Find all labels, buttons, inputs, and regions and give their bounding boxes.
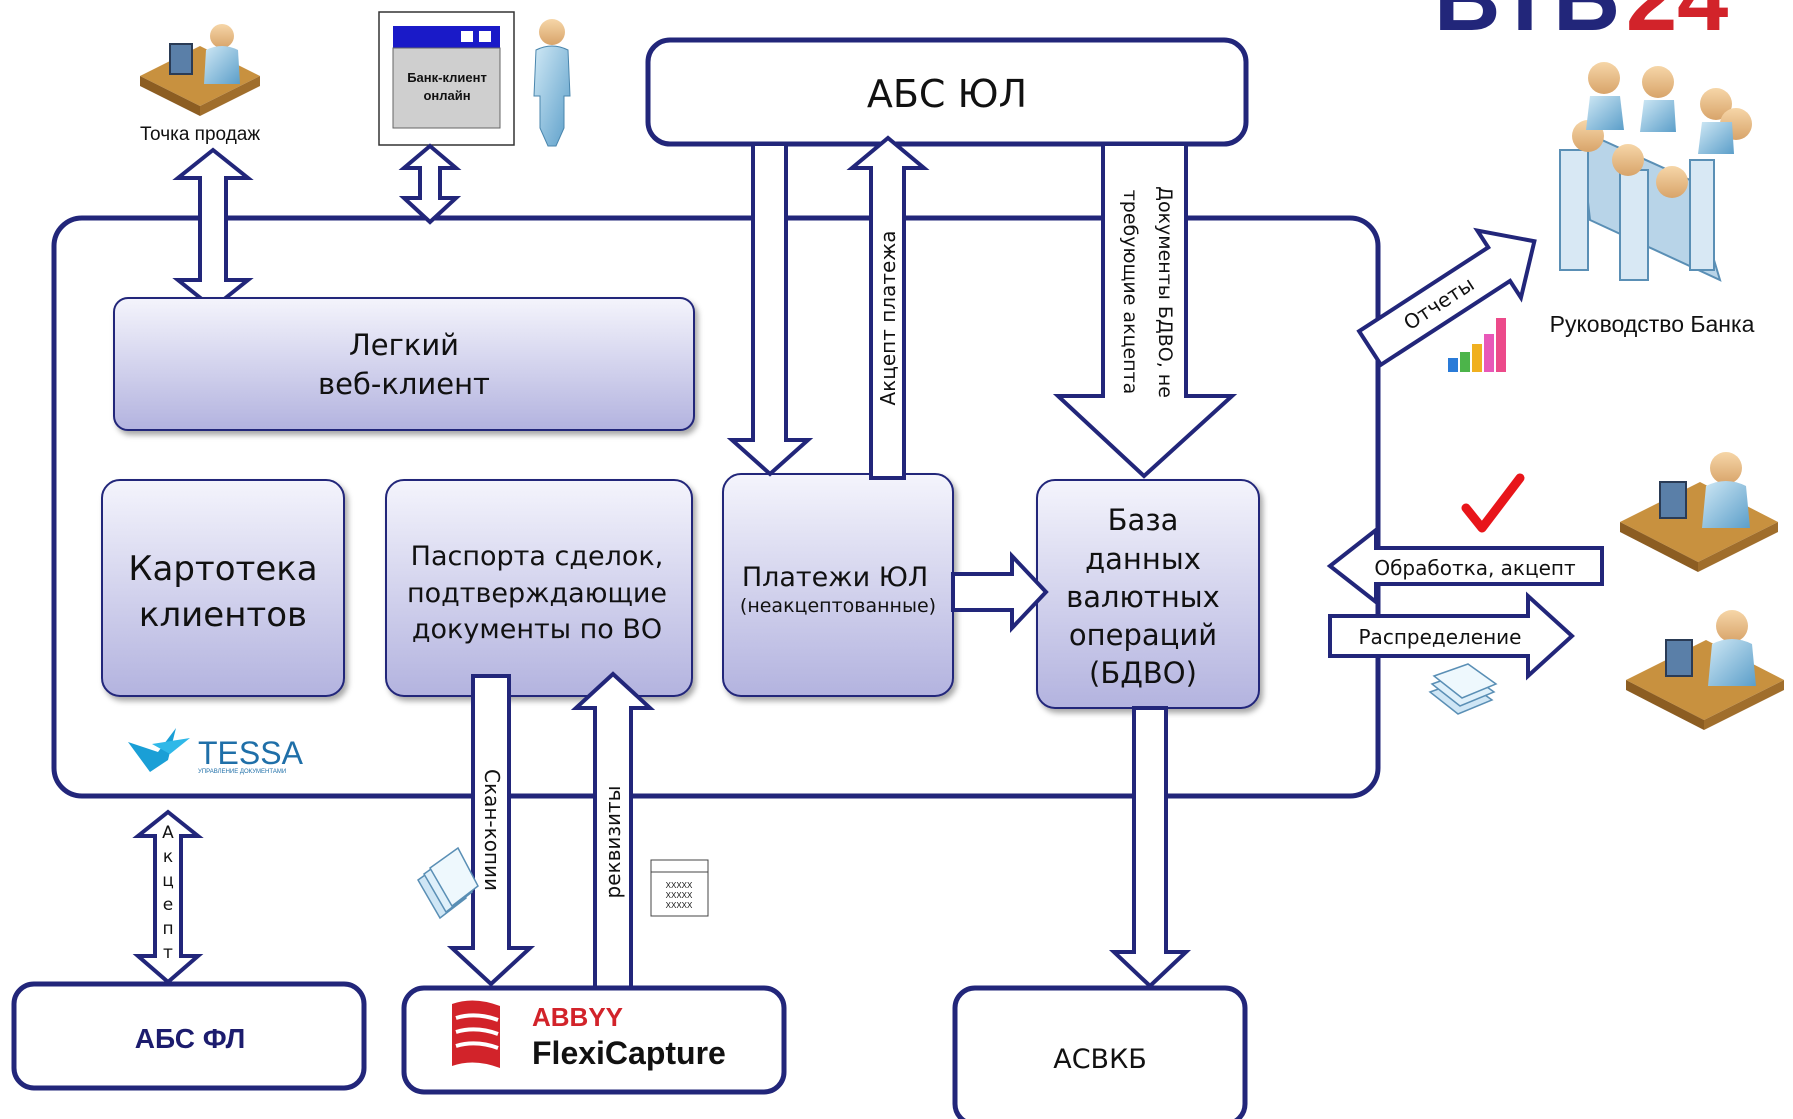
abbyy-label-line2: FlexiCapture <box>532 1035 726 1071</box>
payments-line2: (неакцептованные) <box>740 595 936 617</box>
bdvo-line4: операций <box>1069 618 1217 652</box>
client-cards-box <box>101 479 345 697</box>
accept-letter: п <box>162 919 173 939</box>
requisites-label: реквизиты <box>601 786 625 899</box>
bdvo-line1: База <box>1108 503 1179 537</box>
bdvo-to-asvkb-arrow <box>1108 706 1192 989</box>
distribution-arrow <box>1328 591 1575 681</box>
bank-client-double-arrow <box>398 143 462 225</box>
processing-label: Обработка, акцепт <box>1374 556 1576 580</box>
tessa-logo-subtitle: УПРАВЛЕНИЕ ДОКУМЕНТАМИ <box>198 769 286 775</box>
bdvo-docs-label-line2: требующие акцепта <box>1119 190 1141 395</box>
passports-line2: подтверждающие <box>407 578 667 609</box>
documents-stack-icon <box>1428 663 1498 715</box>
accept-letter: А <box>162 823 174 843</box>
asvkb-label: АСВКБ <box>1053 1044 1147 1075</box>
accept-letter: к <box>163 847 173 867</box>
scans-arrow <box>446 674 536 987</box>
abs-fl-box <box>11 981 367 1091</box>
client-cards-line1: Картотека <box>128 549 317 589</box>
management-label: Руководство Банка <box>1550 311 1755 337</box>
logo-red-text: 24 <box>1626 0 1728 50</box>
requisites-arrow <box>570 671 656 992</box>
accept-vertical-label: А к ц е п т <box>162 823 174 963</box>
light-web-client-line2: веб-клиент <box>318 367 490 401</box>
sales-point-label: Точка продаж <box>140 124 260 145</box>
passports-line3: документы по ВО <box>412 614 662 645</box>
payments-to-bdvo-arrow <box>951 550 1049 634</box>
scans-label: Скан-копии <box>480 769 504 891</box>
accept-letter: т <box>163 943 173 963</box>
bar-chart-icon <box>1448 318 1506 372</box>
bank-client-label-line2: онлайн <box>423 88 470 103</box>
scanned-pages-icon <box>417 846 479 920</box>
light-web-client-line1: Легкий <box>349 328 459 362</box>
bdvo-line3: валютных <box>1066 580 1220 614</box>
abs-ul-label: АБС ЮЛ <box>867 72 1027 116</box>
sales-point-workstation-icon <box>140 24 260 116</box>
user-standing-icon <box>533 19 571 147</box>
accept-letter: ц <box>162 871 174 891</box>
bdvo-line5: (БДВО) <box>1089 656 1197 690</box>
processing-arrow <box>1326 525 1604 607</box>
client-cards-line2: клиентов <box>139 595 307 635</box>
accept-letter: е <box>163 895 173 915</box>
tessa-logo-text: TESSA <box>198 735 304 771</box>
abbyy-label-line1: ABBYY <box>532 1002 623 1032</box>
light-web-client-box <box>113 297 695 431</box>
bank-client-label-line1: Банк-клиент <box>407 70 487 85</box>
management-meeting-icon <box>1559 62 1752 282</box>
form-line: XXXXX <box>666 901 693 910</box>
logo-blue-text: ВТБ <box>1434 0 1619 50</box>
tessa-logo: TESSA УПРАВЛЕНИЕ ДОКУМЕНТАМИ <box>128 728 304 775</box>
passports-box <box>385 479 693 697</box>
bdvo-docs-label-line1: Документы БДВО, не <box>1154 186 1176 398</box>
payments-line1: Платежи ЮЛ <box>742 562 928 593</box>
abs-fl-label: АБС ФЛ <box>135 1023 245 1054</box>
abs-to-payments-arrow <box>726 142 814 477</box>
form-line: XXXXX <box>666 891 693 900</box>
form-line: XXXXX <box>666 881 693 890</box>
payment-accept-arrow <box>846 135 930 480</box>
asvkb-box <box>952 985 1248 1119</box>
abbyy-logo-icon <box>452 1000 500 1068</box>
operator-workstation-icon <box>1626 610 1784 730</box>
payment-accept-label: Акцепт платежа <box>876 230 900 405</box>
bdvo-docs-arrow <box>1052 142 1238 479</box>
bank-client-window-icon <box>378 11 515 146</box>
form-icon: XXXXX XXXXX XXXXX <box>650 859 709 917</box>
bdvo-line2: данных <box>1085 542 1201 576</box>
distribution-label: Распределение <box>1359 625 1522 649</box>
abs-ul-box <box>645 37 1249 147</box>
checkmark-icon <box>1461 473 1525 533</box>
vtb24-logo: ВТБ 24 <box>1434 0 1728 50</box>
operator-workstation-icon <box>1620 452 1778 572</box>
passports-line1: Паспорта сделок, <box>411 541 664 572</box>
